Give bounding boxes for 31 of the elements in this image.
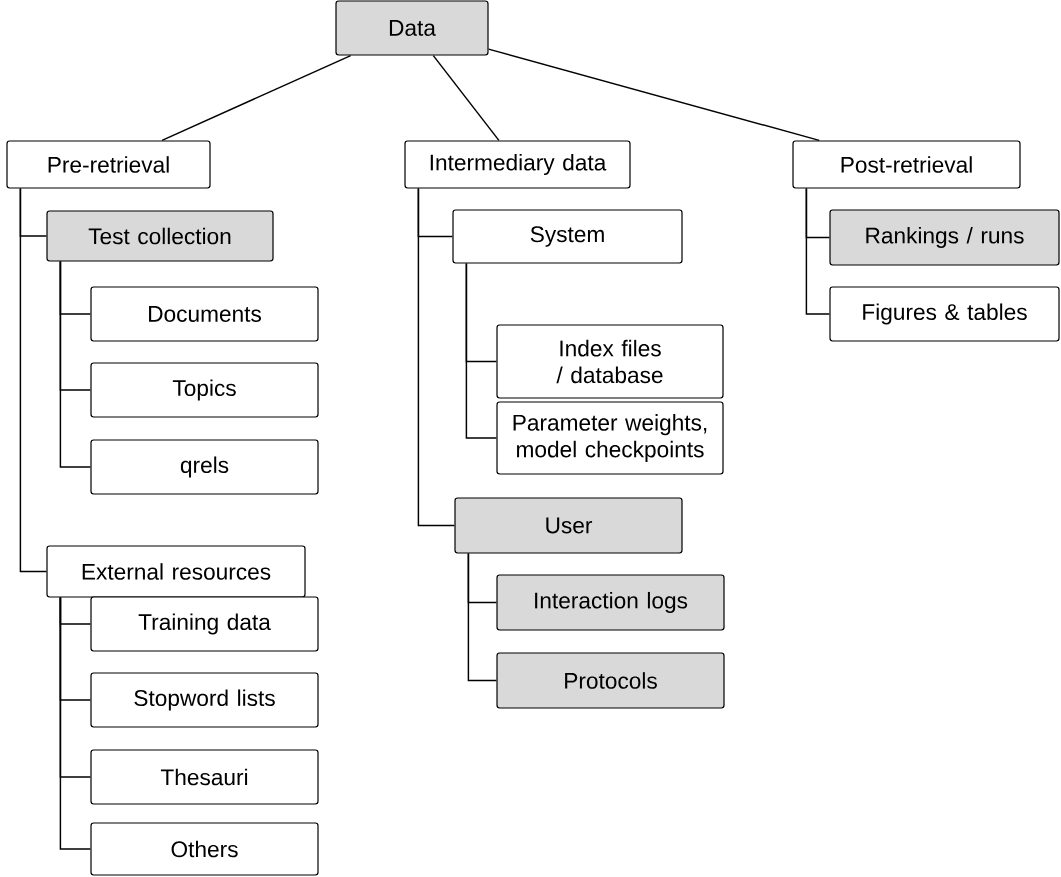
category-box: Intermediary data bbox=[404, 140, 631, 189]
connector-line bbox=[161, 54, 352, 142]
category-box: Figures & tables bbox=[829, 286, 1060, 342]
category-box: Stopword lists bbox=[90, 672, 319, 728]
category-box: Data bbox=[335, 0, 489, 56]
category-box: Training data bbox=[90, 596, 319, 652]
category-box: Topics bbox=[90, 362, 319, 418]
connector-line bbox=[417, 187, 456, 527]
category-box: Others bbox=[90, 822, 319, 876]
category-box: Documents bbox=[90, 286, 319, 342]
category-box: qrels bbox=[90, 439, 319, 495]
category-box: Pre-retrieval bbox=[6, 140, 211, 189]
category-box: Thesauri bbox=[90, 749, 319, 805]
category-box: Test collection bbox=[46, 210, 274, 262]
connector-line bbox=[465, 262, 498, 439]
connector-line bbox=[59, 596, 92, 850]
category-box: Parameter weights, model checkpoints bbox=[496, 401, 724, 475]
connector-line bbox=[467, 552, 498, 682]
category-box: Rankings / runs bbox=[829, 209, 1060, 266]
connector-line bbox=[432, 54, 500, 142]
connector-line bbox=[19, 187, 48, 573]
category-box: Post-retrieval bbox=[792, 140, 1021, 189]
connector-line bbox=[805, 187, 831, 315]
category-box: Index files / database bbox=[496, 324, 724, 399]
category-box: Protocols bbox=[496, 652, 725, 709]
connector-line bbox=[59, 260, 92, 468]
category-box: User bbox=[454, 497, 683, 554]
category-box: System bbox=[452, 209, 683, 264]
connector-line bbox=[487, 48, 820, 142]
category-box: Interaction logs bbox=[496, 574, 725, 631]
category-box: External resources bbox=[46, 545, 306, 598]
